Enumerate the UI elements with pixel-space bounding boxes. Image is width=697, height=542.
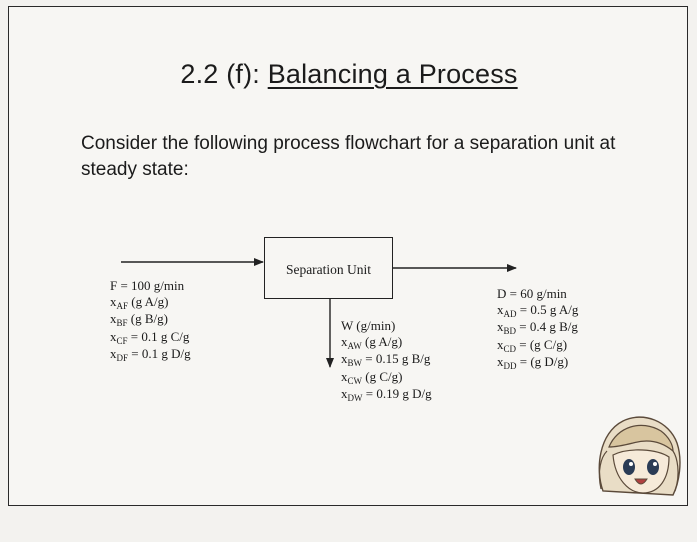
fraction-value: = (g C/g): [516, 336, 568, 352]
unit-label: Separation Unit: [285, 262, 372, 277]
composition-line: xDW = 0.19 g D/g: [341, 386, 432, 404]
composition-line: xAW (g A/g): [341, 334, 432, 352]
fraction-subscript: CD: [503, 343, 517, 354]
fraction-symbol: x: [110, 293, 117, 309]
fraction-subscript: BD: [503, 326, 517, 336]
slide: 2.2 (f): Balancing a Process Consider th…: [8, 6, 688, 506]
fraction-subscript: CF: [116, 335, 128, 346]
mascot-character-image: [598, 416, 681, 496]
fraction-value: = 0.1 g D/g: [128, 346, 191, 361]
fraction-symbol: x: [341, 351, 348, 366]
fraction-subscript: DD: [503, 361, 517, 371]
fraction-value: (g C/g): [362, 368, 403, 384]
fraction-symbol: x: [110, 311, 117, 326]
fraction-subscript: AF: [116, 300, 129, 311]
composition-line: xBW = 0.15 g B/g: [341, 351, 432, 369]
composition-line: xCF = 0.1 g C/g: [110, 329, 191, 347]
feed-stream: F = 100 g/min xAF (g A/g)xBF (g B/g)xCF …: [110, 278, 191, 364]
distillate-total: D = 60 g/min: [497, 286, 567, 301]
fraction-subscript: BF: [116, 318, 128, 328]
fraction-value: (g A/g): [128, 293, 169, 309]
composition-line: xDD = (g D/g): [497, 354, 578, 372]
fraction-subscript: BW: [347, 358, 363, 368]
fraction-symbol: x: [497, 301, 504, 317]
fraction-symbol: x: [110, 328, 117, 344]
fraction-subscript: DW: [347, 393, 363, 403]
separation-unit-box: Separation Unit: [264, 237, 393, 299]
composition-line: xBD = 0.4 g B/g: [497, 319, 578, 337]
fraction-symbol: x: [341, 368, 348, 384]
fraction-value: = 0.19 g D/g: [362, 386, 432, 401]
composition-line: xAD = 0.5 g A/g: [497, 302, 578, 320]
composition-line: xDF = 0.1 g D/g: [110, 346, 191, 364]
composition-line: xAF (g A/g): [110, 294, 191, 312]
fraction-subscript: AD: [503, 308, 517, 319]
fraction-symbol: x: [341, 333, 348, 349]
title-main: Balancing a Process: [267, 59, 518, 89]
fraction-symbol: x: [497, 336, 504, 352]
fraction-value: (g B/g): [127, 311, 168, 326]
fraction-symbol: x: [110, 346, 117, 361]
fraction-value: = 0.1 g C/g: [127, 328, 190, 344]
fraction-value: = 0.15 g B/g: [362, 351, 431, 366]
composition-line: xCW (g C/g): [341, 369, 432, 387]
fraction-subscript: DF: [116, 353, 129, 363]
fraction-subscript: CW: [347, 375, 363, 386]
fraction-symbol: x: [497, 319, 504, 334]
title-prefix: 2.2 (f):: [180, 59, 268, 89]
fraction-subscript: AW: [347, 340, 362, 351]
fraction-value: = 0.4 g B/g: [516, 319, 578, 334]
flow-arrows: [121, 258, 517, 368]
composition-line: xBF (g B/g): [110, 311, 191, 329]
fraction-value: (g A/g): [361, 333, 403, 349]
fraction-symbol: x: [341, 386, 348, 401]
fraction-value: = (g D/g): [516, 354, 569, 369]
intro-text: Consider the following process flowchart…: [81, 133, 616, 180]
waste-total: W (g/min): [341, 318, 396, 333]
feed-total: F = 100 g/min: [110, 278, 185, 293]
slide-title: 2.2 (f): Balancing a Process: [9, 59, 689, 90]
fraction-symbol: x: [497, 354, 504, 369]
fraction-value: = 0.5 g A/g: [516, 301, 579, 317]
composition-line: xCD = (g C/g): [497, 337, 578, 355]
